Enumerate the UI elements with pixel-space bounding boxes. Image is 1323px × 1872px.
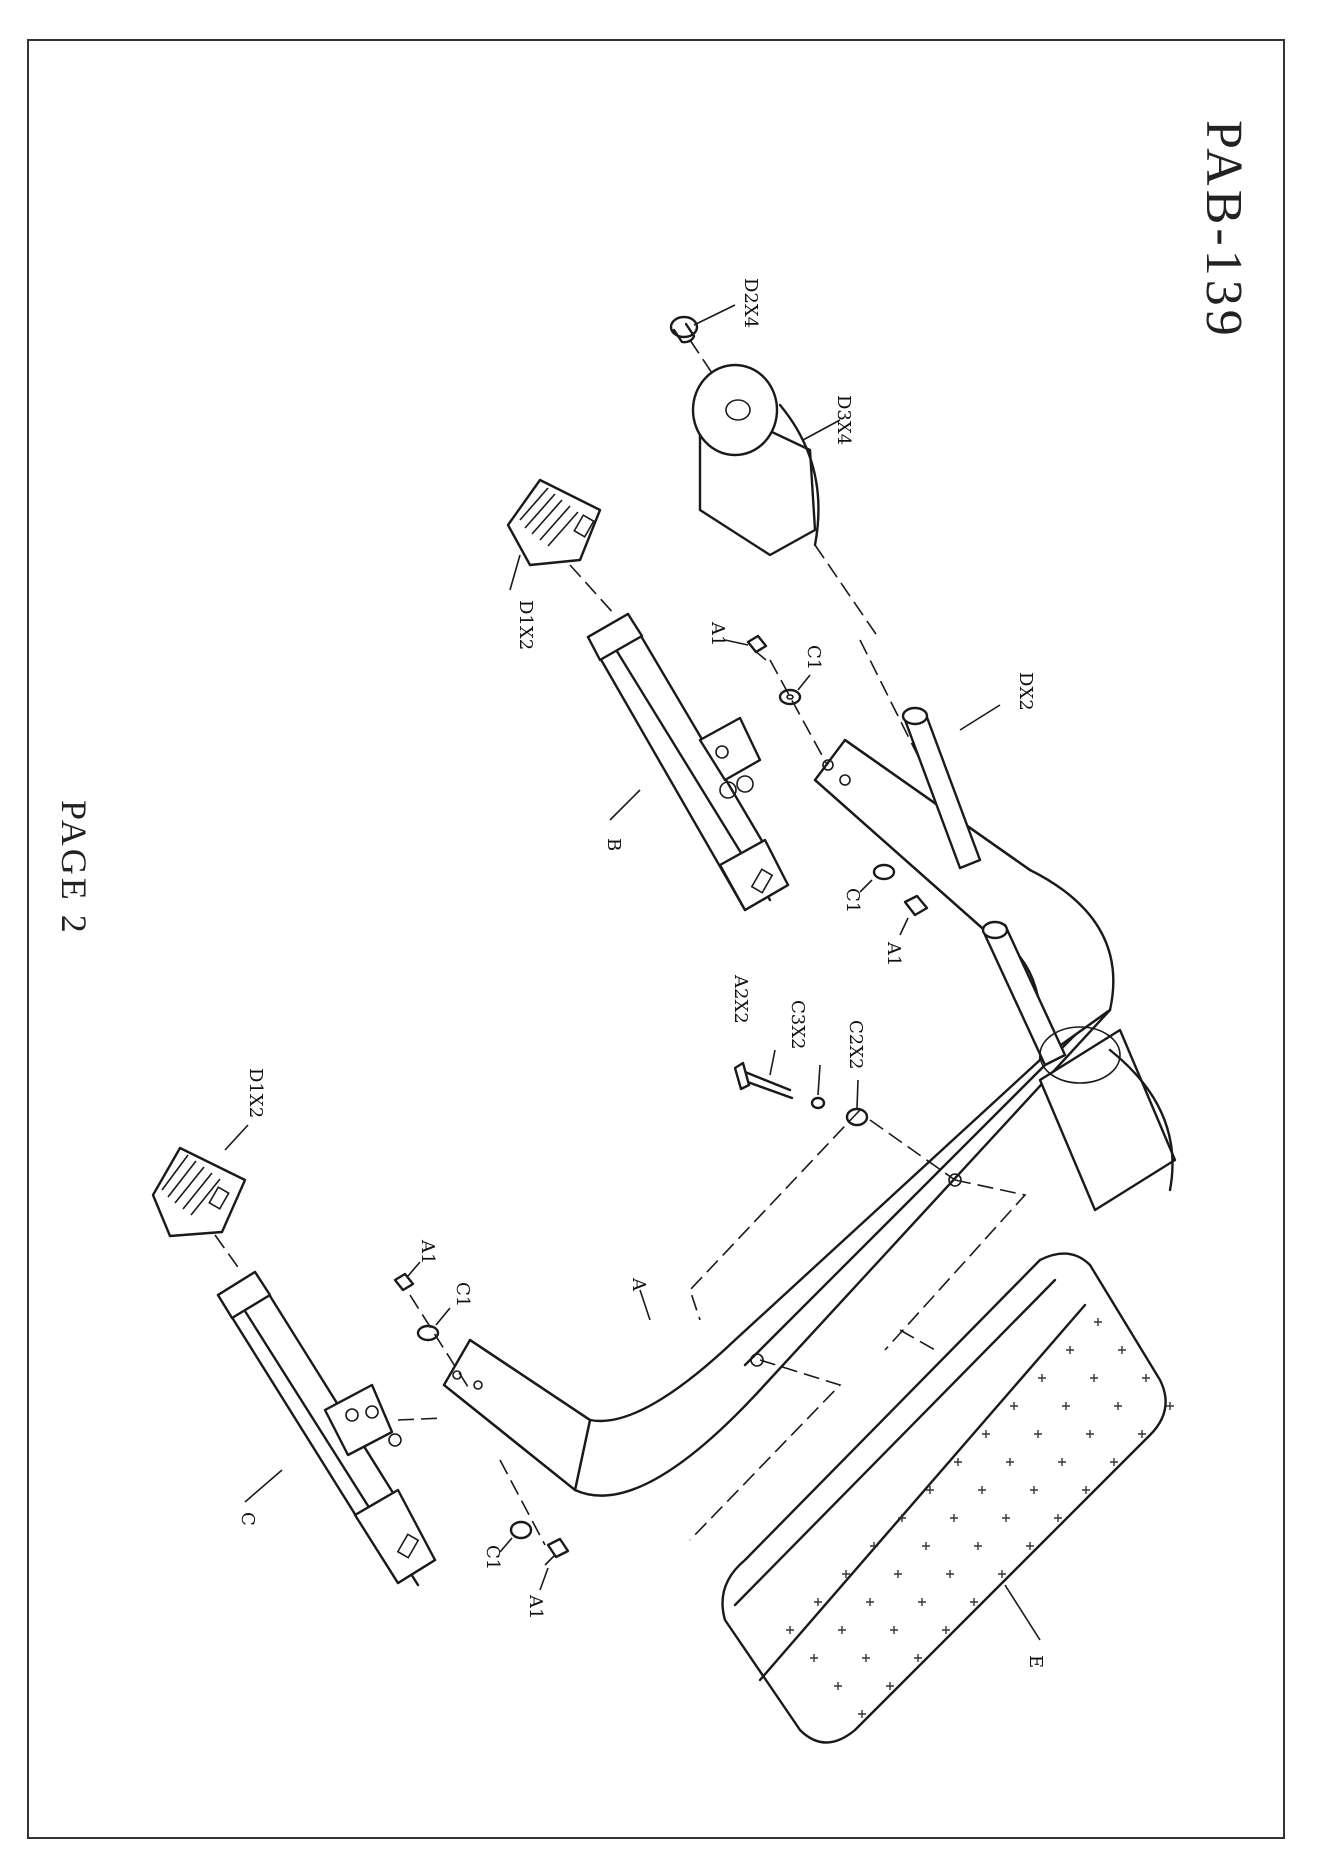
label-a2x2: A2X2 — [730, 974, 751, 1024]
label-dx2: DX2 — [1015, 672, 1036, 711]
bolt-a1-mid — [905, 896, 927, 915]
label-b: B — [603, 838, 624, 851]
label-a1-bottom: A1 — [525, 1594, 546, 1619]
part-d3-foam-roller — [693, 365, 818, 555]
label-c1-bottom: C1 — [482, 1545, 503, 1570]
label-a1-low: A1 — [417, 1239, 438, 1264]
washer-c2 — [847, 1109, 867, 1125]
label-a1-mid: A1 — [883, 941, 904, 966]
part-d1-foot-cap-bottom — [153, 1148, 245, 1236]
bolt-a1-bottom — [545, 1539, 568, 1565]
part-c-front-stabilizer — [218, 1272, 435, 1585]
bolt-a2 — [735, 1063, 792, 1098]
model-number: PAB-139 — [1195, 120, 1252, 340]
nut-c3 — [812, 1098, 824, 1108]
washer-c1-bottom — [511, 1522, 531, 1538]
label-e: E — [1025, 1655, 1046, 1668]
label-a1-top: A1 — [707, 621, 728, 646]
seat-texture-mark — [1166, 1402, 1174, 1410]
page-number: PAGE 2 — [54, 800, 94, 936]
label-c2x2: C2X2 — [845, 1020, 866, 1070]
part-d2-end-cap — [671, 305, 735, 342]
label-c3x2: C3X2 — [787, 1000, 808, 1050]
label-d2x4: D2X4 — [740, 278, 761, 328]
label-c1-top: C1 — [803, 645, 824, 670]
label-c1-low: C1 — [452, 1282, 473, 1307]
label-d1x2-top: D1X2 — [515, 600, 536, 650]
part-d1-foot-cap-top — [508, 480, 600, 565]
washer-c1-mid — [874, 865, 894, 879]
label-a: A — [628, 1277, 649, 1292]
label-d1x2-bottom: D1X2 — [245, 1068, 266, 1118]
part-b-rear-stabilizer — [588, 614, 788, 910]
label-c: C — [237, 1512, 258, 1526]
label-d3x4: D3X4 — [833, 395, 854, 445]
washer-c1-top — [780, 690, 800, 704]
washer-c1-low — [418, 1326, 438, 1340]
bolt-a1-top — [748, 636, 766, 660]
bolt-a1-low — [395, 1274, 413, 1290]
